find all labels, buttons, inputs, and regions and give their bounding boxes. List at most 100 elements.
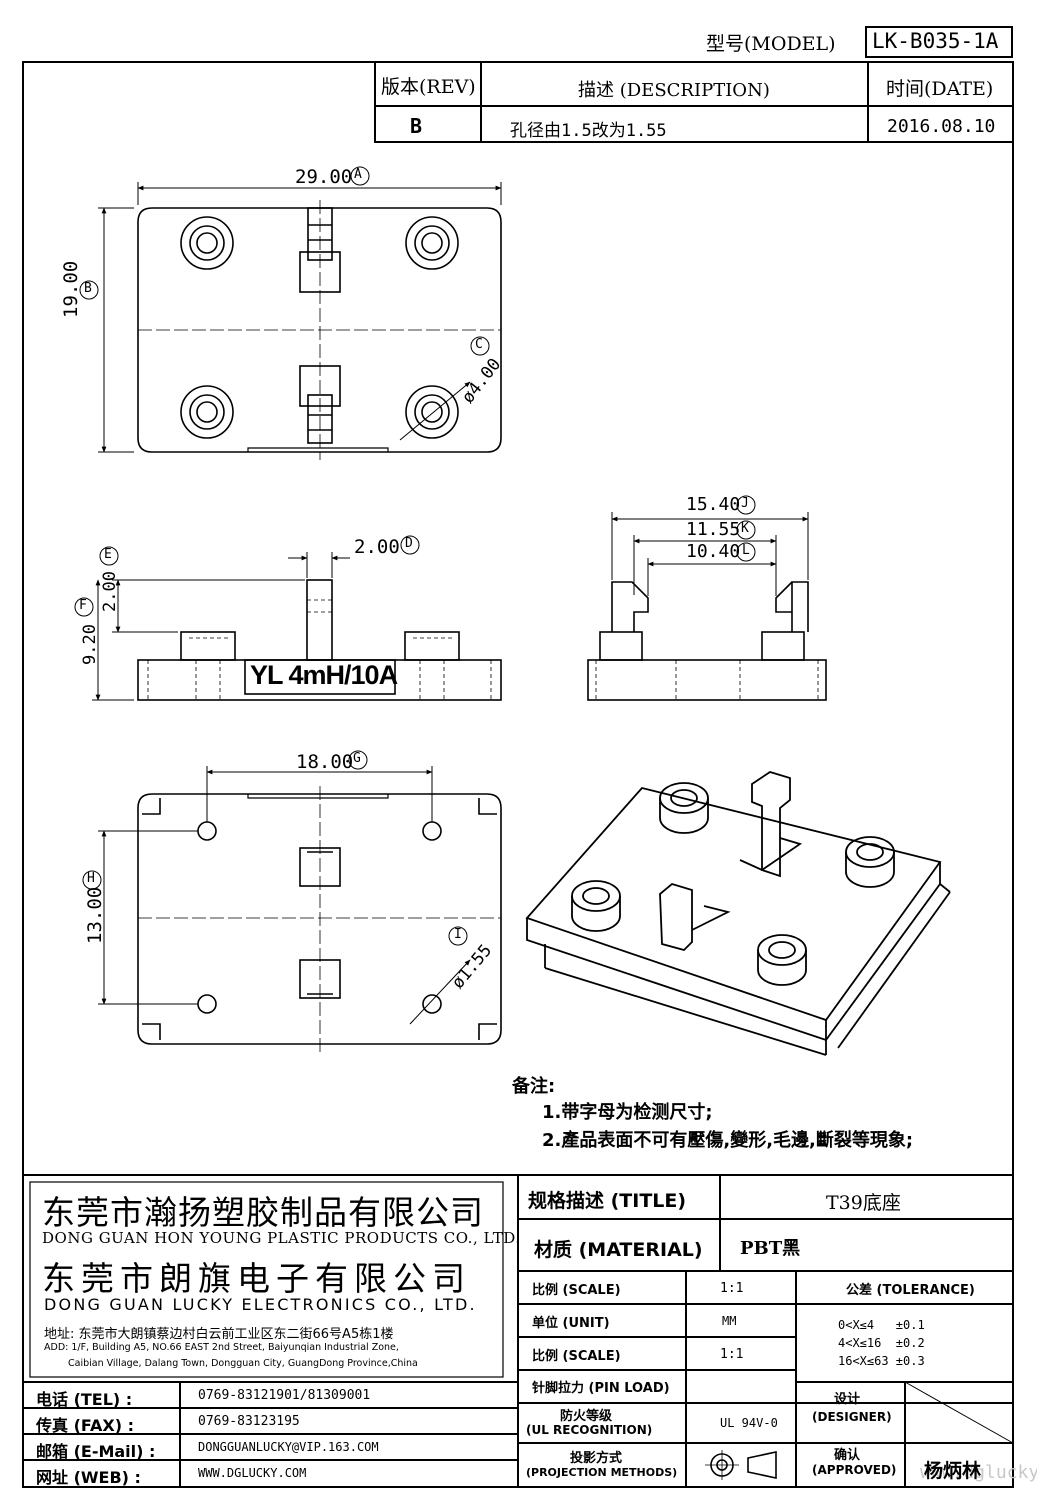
date-value: 2016.08.10: [887, 116, 996, 137]
notes-heading: 备注:: [512, 1076, 556, 1097]
model-value: LK-B035-1A: [872, 29, 999, 53]
email-label: 邮箱 (E-Mail) :: [36, 1442, 156, 1461]
desc-header: 描述 (DESCRIPTION): [578, 80, 770, 101]
tolerance-line-2: 4<X≤16 ±0.2: [838, 1336, 925, 1350]
model-box: [865, 26, 1013, 58]
dim-marker-c: [470, 336, 490, 356]
dim-marker-l: [736, 542, 756, 562]
note-line-2: 2.產品表面不可有壓傷,變形,毛邊,斷裂等現象;: [542, 1130, 914, 1151]
top-view: [137, 200, 502, 460]
top-post-4: [405, 385, 459, 439]
dim-c-letter: C: [475, 337, 483, 352]
iso-post-2: [845, 836, 895, 888]
title-block-grid: [23, 1174, 1014, 1487]
dim-marker-k: [736, 520, 756, 540]
tolerance-label: 公差 (TOLERANCE): [846, 1283, 975, 1298]
designer-label-2: (DESIGNER): [812, 1410, 892, 1424]
fax-value: 0769-83123195: [198, 1414, 300, 1429]
fire-value: UL 94V-0: [720, 1416, 778, 1430]
top-post-1: [180, 216, 234, 270]
dim-a-letter: A: [354, 167, 362, 182]
top-view-dimensions: [79, 166, 502, 453]
web-label: 网址 (WEB) :: [36, 1468, 141, 1487]
dim-g-letter: G: [353, 751, 361, 766]
tel-value: 0769-83121901/81309001: [198, 1388, 371, 1403]
note-line-1: 1.带字母为检测尺寸;: [542, 1102, 713, 1123]
dim-k-text: 11.55: [686, 519, 741, 540]
dim-e-text: 2.00: [100, 571, 120, 612]
dim-k-letter: K: [741, 521, 749, 536]
side-view: [587, 581, 827, 701]
company-address-en-1: ADD: 1/F, Building A5, NO.66 EAST 2nd St…: [44, 1342, 399, 1353]
dim-h-letter: H: [87, 871, 95, 886]
model-label: 型号(MODEL): [706, 33, 836, 55]
scale2-label: 比例 (SCALE): [532, 1349, 621, 1364]
iso-post-4: [757, 934, 807, 986]
company-name-en-1: DONG GUAN HON YOUNG PLASTIC PRODUCTS CO.…: [42, 1229, 521, 1247]
top-post-2: [405, 216, 459, 270]
part-marking-text: YL 4mH/10A: [250, 660, 398, 690]
dim-marker-e: [99, 546, 119, 566]
dim-g-text: 18.00: [296, 751, 354, 773]
projection-symbol-icon: [705, 1450, 777, 1480]
company-name-cn-1: 东莞市瀚扬塑胶制品有限公司: [42, 1193, 484, 1232]
unit-value: MM: [722, 1314, 737, 1328]
dim-marker-h: [82, 870, 102, 890]
side-view-dimensions: [611, 495, 809, 596]
scale2-value: 1:1: [720, 1347, 744, 1362]
front-view-dimensions: [74, 535, 420, 701]
email-value[interactable]: DONGGUANLUCKY@VIP.163.COM: [198, 1440, 379, 1454]
top-post-3: [180, 385, 234, 439]
proj-label-2: (PROJECTION METHODS): [526, 1466, 678, 1479]
dim-h-text: 13.00: [84, 886, 106, 944]
iso-post-3: [571, 880, 621, 932]
dim-e-letter: E: [104, 547, 112, 562]
material-label: 材质 (MATERIAL): [534, 1239, 703, 1261]
watermark-text: www.dglucky.com: [920, 1462, 1037, 1483]
approved-label-2: (APPROVED): [812, 1463, 897, 1477]
dim-marker-d: [400, 535, 420, 555]
dim-b-text: 19.00: [60, 260, 82, 318]
bottom-view: [137, 786, 502, 1052]
web-value[interactable]: WWW.DGLUCKY.COM: [198, 1466, 307, 1480]
dim-f-text: 9.20: [80, 624, 100, 665]
title-value: T39底座: [826, 1192, 901, 1214]
dim-l-text: 10.40: [686, 541, 741, 562]
dim-marker-b: [79, 280, 99, 300]
scale-value: 1:1: [720, 1281, 744, 1296]
fax-label: 传真 (FAX) :: [36, 1416, 134, 1435]
designer-label-1: 设计: [834, 1392, 861, 1407]
rev-header: 版本(REV): [381, 76, 476, 98]
bottom-view-dimensions: [82, 750, 471, 1025]
desc-value: 孔径由1.5改为1.55: [510, 121, 667, 141]
dim-marker-a: [350, 166, 370, 186]
tolerance-line-1: 0<X≤4 ±0.1: [838, 1318, 925, 1332]
iso-post-1: [659, 782, 709, 834]
rev-value: B: [410, 114, 423, 138]
dim-d-letter: D: [405, 536, 413, 551]
revision-table: [374, 61, 1014, 143]
company-address-cn: 地址: 东莞市大朗镇蔡边村白云前工业区东二街66号A5栋1楼: [44, 1327, 394, 1342]
scale-label: 比例 (SCALE): [532, 1283, 621, 1298]
company-address-en-2: Caibian Village, Dalang Town, Dongguan C…: [68, 1358, 418, 1369]
approved-label-1: 确认: [834, 1448, 861, 1463]
dim-f-letter: F: [79, 598, 87, 613]
dim-b-letter: B: [84, 281, 92, 296]
dim-marker-f: [74, 597, 94, 617]
dim-j-letter: J: [741, 496, 749, 511]
dim-marker-j: [736, 495, 756, 515]
approved-value: 杨炳林: [924, 1460, 982, 1482]
tel-label: 电话 (TEL) :: [36, 1390, 133, 1409]
pin-load-label: 针脚拉力 (PIN LOAD): [532, 1381, 670, 1396]
dim-marker-g: [348, 750, 368, 770]
dim-marker-i: [448, 926, 468, 946]
tolerance-line-3: 16<X≤63 ±0.3: [838, 1354, 925, 1368]
material-value: PBT黑: [740, 1238, 801, 1259]
front-view: [137, 579, 502, 701]
company-name-en-2: DONG GUAN LUCKY ELECTRONICS CO., LTD.: [44, 1295, 477, 1314]
fire-label-2: (UL RECOGNITION): [526, 1423, 653, 1437]
dim-i-letter: I: [454, 927, 462, 942]
part-marking-box: [244, 659, 396, 695]
title-label: 规格描述 (TITLE): [528, 1190, 687, 1212]
dim-j-text: 15.40: [686, 494, 741, 515]
